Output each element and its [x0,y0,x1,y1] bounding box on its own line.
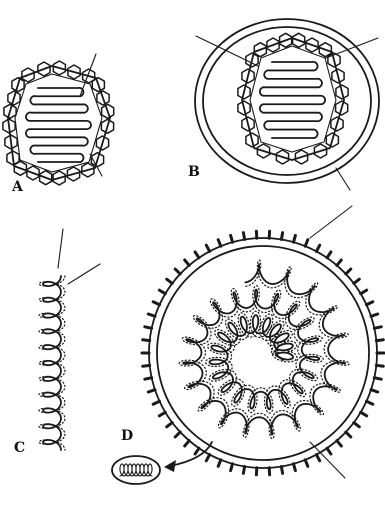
panel-c: C [14,229,100,456]
panel-d: D [112,206,384,484]
envelope-spike-27 [145,378,152,380]
envelope-spike-4 [367,401,373,404]
envelope-outer-d [149,238,377,468]
envelope-spike-35 [167,279,173,283]
envelope-spike-20 [195,448,199,454]
pointer-arrow-c1 [58,229,63,268]
panel-label-d: D [121,428,133,444]
envelope-spike-53 [361,290,367,294]
envelope-spike-16 [243,467,244,474]
envelope-spike-19 [206,455,209,461]
pointer-arrow-d1 [310,206,352,238]
inset-arrowhead-d [164,460,176,472]
envelope-spike-1 [376,365,383,366]
envelope-spike-32 [148,314,155,316]
panel-a: A [3,54,114,195]
envelope-spike-18 [218,460,221,467]
envelope-spike-40 [218,240,221,247]
envelope-spike-6 [354,423,360,427]
envelope-spike-51 [346,269,351,274]
nucleic-acid-b [260,62,325,138]
envelope-spike-54 [367,302,373,305]
nucleic-acid-a [26,88,91,162]
envelope-spike-10 [316,455,319,461]
envelope-spike-45 [281,233,282,240]
envelope-spike-31 [145,327,152,329]
inset-coil-d [120,464,152,476]
envelope-spike-37 [185,260,190,265]
panel-label-a: A [11,179,24,195]
envelope-spike-34 [159,290,165,294]
envelope-spike-13 [281,467,282,474]
envelope-spike-8 [337,441,342,446]
envelope-spike-48 [316,245,319,251]
pointer-arrow-c2 [68,264,100,284]
envelope-spike-3 [371,390,378,392]
envelope-spike-57 [376,340,383,341]
envelope-spike-36 [175,269,180,274]
envelope-spike-30 [143,340,150,341]
envelope-spike-25 [153,401,159,404]
envelope-spike-41 [231,235,233,242]
nucleocapsid-coil-d [183,264,345,435]
envelope-spike-2 [374,378,381,380]
envelope-spike-21 [185,441,190,446]
envelope-spike-47 [305,240,308,247]
panel-b: B [188,19,379,190]
envelope-spike-17 [231,464,233,471]
pointer-arrow-b1 [196,36,258,66]
nucleocapsid-coil-dots-d [179,260,349,439]
inset-arrow-d [170,442,212,466]
envelope-spike-22 [175,432,180,437]
envelope-spike-55 [371,314,378,316]
envelope-spike-24 [159,412,165,416]
envelope-spike-50 [337,260,342,265]
envelope-spikes-d [142,231,384,475]
envelope-spike-28 [143,365,150,366]
envelope-spike-56 [374,327,381,329]
envelope-spike-7 [346,432,351,437]
envelope-spike-46 [294,235,296,242]
pointer-arrow-b3 [336,168,350,190]
panel-label-b: B [188,164,200,180]
envelope-spike-49 [327,252,331,258]
envelope-spike-39 [206,245,209,251]
envelope-spike-5 [361,412,367,416]
envelope-spike-52 [354,279,360,283]
panel-label-c: C [14,440,25,456]
envelope-spike-23 [167,423,173,427]
envelope-spike-33 [153,302,159,305]
envelope-spike-42 [243,233,244,240]
envelope-spike-38 [195,252,199,258]
envelope-spike-12 [294,464,296,471]
envelope-spike-26 [148,390,155,392]
envelope-spike-11 [305,460,308,467]
envelope-spike-9 [327,448,331,454]
